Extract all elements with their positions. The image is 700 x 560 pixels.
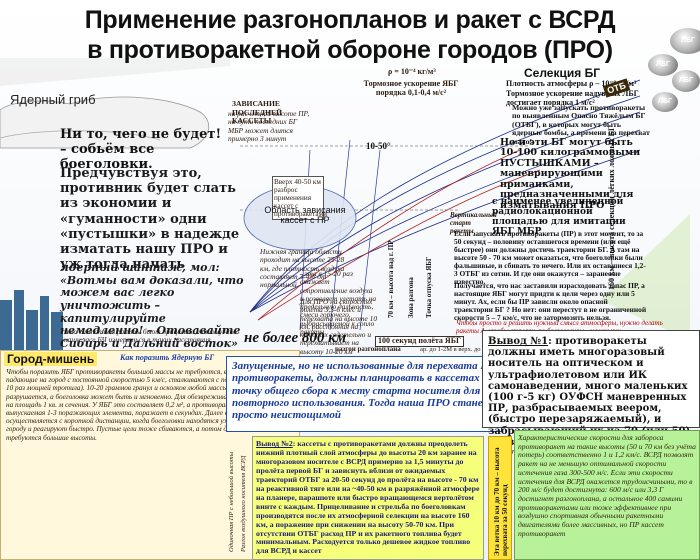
speeds-panel [514,430,700,560]
conclusion-2-head: Вывод №2 [256,439,293,448]
height-spread-box: Вверх 40-50 км разброс применения кассет… [272,176,327,221]
quote-line-2: – собьём все боеголовки. [60,141,155,172]
angle-label: 10-50° [366,141,391,151]
trajectory-lines [249,79,641,313]
conclusion-1-head: Вывод №1 [488,336,549,347]
conclusion-1-panel [482,330,700,428]
vertical-mid-1: 70 км – высота над г. ПР [387,240,395,318]
range-label: не более 800 км [244,330,347,346]
vertical-mid-2: Зона разгона [407,277,415,318]
reuse-text: Запущенные, но не использованные для пер… [232,360,494,422]
quote-paragraph-2: ядерный шантаж, мол: «Вотмы вам доказали… [60,261,244,350]
vertical-mid-3: Точка отпуска ЯБГ [425,256,433,318]
dots-note: - эта в 15-20 раз снижает сопротивление … [300,269,377,336]
right-paragraph-2: Но и эти БГ могут быть 10-100 килограммо… [500,137,641,211]
booster-label: разгон разгоноплана [335,345,401,353]
mushroom-label: Ядерный гриб [10,92,96,107]
reuse-panel [226,356,502,432]
bottom-vertical-2: Разгон воздушного носителя ВСРД [240,455,247,552]
city-skyline-icon [0,290,63,350]
yellow-vertical-text: Эта ветка 10 км до 70 км – высота перехв… [493,447,509,556]
hang-text: на расчетной высоте ПР, на пути последни… [228,109,310,143]
rho-low-label: ρ = 10⁻⁴ кг/м³ [388,67,436,76]
title-line-1: Применение разгонопланов и ракет с ВСРД [84,6,616,34]
hang-area-label: Область зависания кассет с ПР [264,205,346,225]
low-boundary-note: Нижняя граница области проходит на высот… [260,247,345,290]
target-city-text: Чтобы поразить ЯБГ противоракеты большой… [6,368,293,442]
conclusion-2-text: Вывод №2: кассеты с противоракетами долж… [256,439,481,556]
target-city-label: Город-мишень [4,352,98,366]
right-paragraph-3: с наименее увеличенной радиолокационной … [492,197,626,237]
conclusion-2-body: : кассеты с противоракетами должны преод… [256,439,480,556]
booster-label-2: ар. до 1-2М в верх. до 2М [420,346,492,353]
decoy-orb-1: ЛБГ [670,28,700,54]
decoy-orb-2: ЛБГ [648,54,678,76]
quote-paragraph-1: Предчувствуя это, противник будет слать … [60,166,240,273]
bottom-vertical-1: Одиночная ПР с небольшой высоты [228,452,235,552]
right-paragraph-1: Можно уже запускать противоракеты по выя… [512,103,650,146]
title-line-2: в противоракетной обороне городов (ПРО) [87,36,613,64]
speed-note: Для ПРО на скоростях полёта 3,5-6 км/c и… [300,297,378,356]
hang-title: ЗАВИСАНИЕ ПОСЛЕДНЕЙ КАССЕТЫ [232,99,283,125]
vertical-start-label: Вертикальный старт ракеты [450,211,497,235]
how-to-hit-label: Как поразить Ядерную БГ [120,353,215,362]
mushroom-cloud-icon [0,96,210,149]
braking-low-label: Тормозное ускорение ЯБГ порядка 0,1-0,4 … [363,79,459,97]
gor100-label: 100 секунд полёта ЯБГ [375,336,465,347]
selection-label: Селекция БГ [524,66,601,80]
braking-high-label: Тормозное ускорение надувных ЛБГ достига… [506,89,639,107]
speeds-text: Характеристические скорости для забороса… [518,433,696,538]
right-paragraph-5: Получается, что нас заставили израсходов… [454,281,647,322]
density-high-label: Плотность атмосферы ρ – 10⁻⁹ кг/м³ [506,79,637,88]
right-paragraph-4: Если запускать противоракеты (ПР) в этот… [454,229,646,286]
quote-note: А во симпатием ракеты быот прицельно, по… [64,327,237,345]
decoy-orb-3: ЛБГ [672,70,700,92]
yellow-vertical-panel [488,436,512,560]
decoy-orb-4: ЛБГ [652,92,678,112]
quote-line-1: Ни то, чего не будет! [60,127,222,142]
quote-headline: Ни то, чего не будет! – собьём все боего… [60,127,230,173]
